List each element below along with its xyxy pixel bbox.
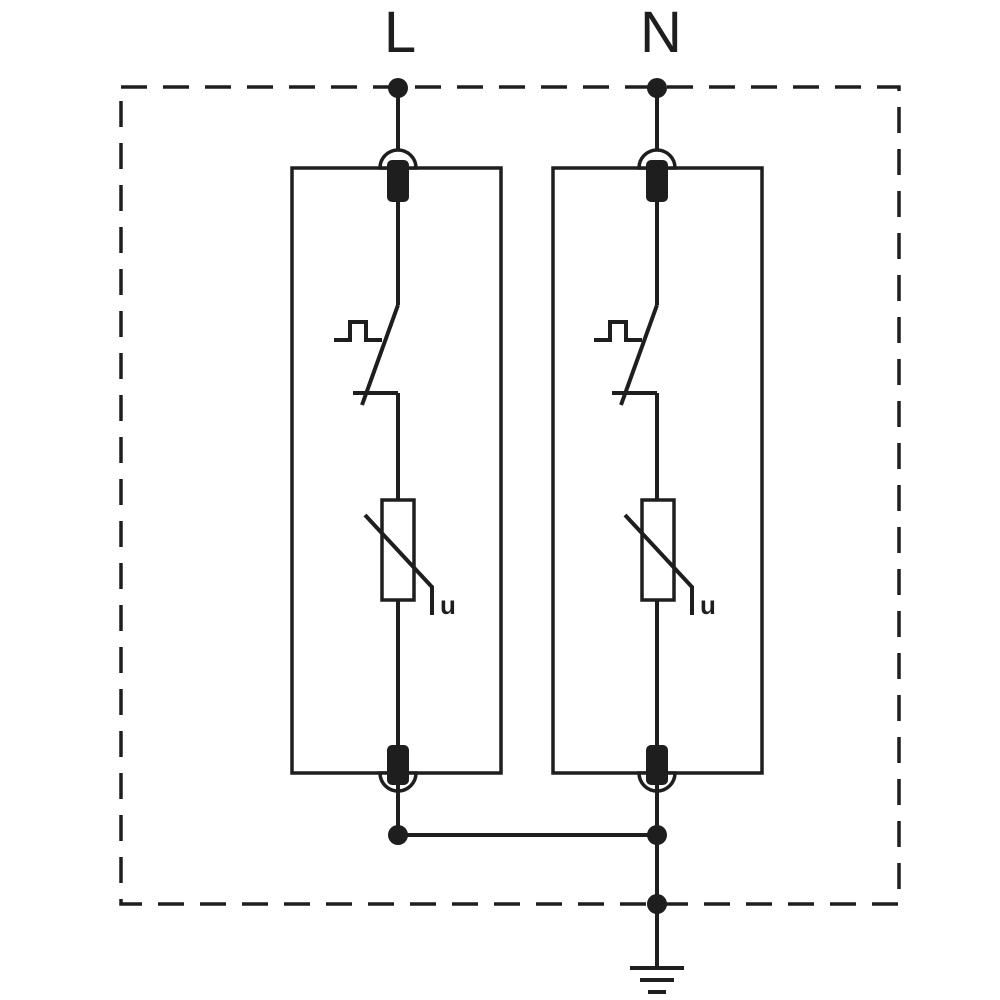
thermal-disconnect-switch-icon xyxy=(334,304,400,500)
terminal-label-n: N xyxy=(640,0,682,65)
varistor-icon: u xyxy=(363,498,456,620)
pe-terminal-node xyxy=(647,894,667,914)
thermal-disconnect-switch-icon xyxy=(594,304,659,500)
terminal-label-l: L xyxy=(384,0,416,65)
terminal-icon xyxy=(637,148,677,202)
ground-icon xyxy=(630,966,684,994)
terminal-icon xyxy=(378,148,418,202)
terminal-n-input-node xyxy=(647,78,667,98)
varistor-mark-l: u xyxy=(440,590,456,620)
varistor-icon: u xyxy=(623,498,716,620)
module-n: u xyxy=(551,78,764,845)
enclosure-boundary xyxy=(119,85,901,906)
module-l: u xyxy=(290,78,503,845)
terminal-l-input-node xyxy=(388,78,408,98)
varistor-mark-n: u xyxy=(700,590,716,620)
